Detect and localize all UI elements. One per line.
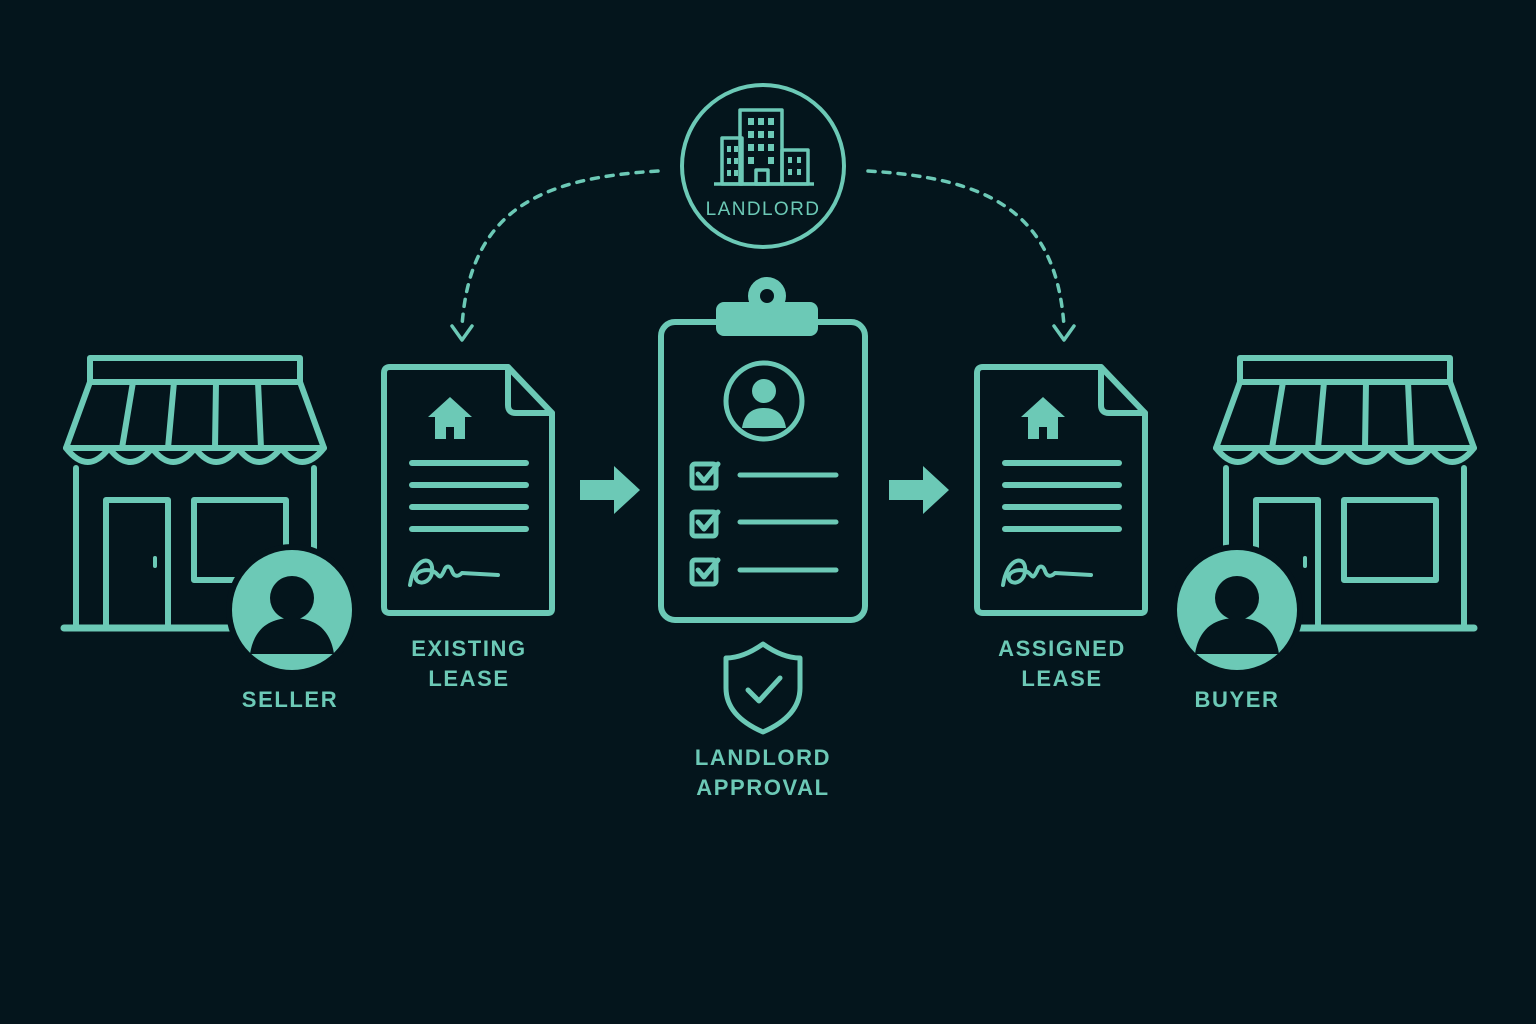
existing-lease-label-line2: LEASE xyxy=(428,666,509,691)
seller-node: SELLER xyxy=(64,358,358,712)
office-buildings-icon xyxy=(714,108,814,186)
lease-document-icon xyxy=(977,367,1145,613)
assigned-lease-label-line2: LEASE xyxy=(1021,666,1102,691)
dotted-arrow-right xyxy=(866,169,1076,342)
landlord-label: LANDLORD xyxy=(706,199,821,220)
seller-label: SELLER xyxy=(242,687,338,712)
assigned-lease-node: ASSIGNED LEASE xyxy=(977,367,1145,691)
approval-node: LANDLORD APPROVAL xyxy=(658,277,868,800)
clipboard-checklist-icon xyxy=(658,277,868,623)
landlord-node: LANDLORD xyxy=(680,83,846,249)
lease-document-icon xyxy=(384,367,552,613)
assigned-lease-label-line1: ASSIGNED xyxy=(998,636,1126,661)
buyer-label: BUYER xyxy=(1194,687,1279,712)
buyer-node: BUYER xyxy=(1171,358,1474,712)
person-avatar-icon xyxy=(232,550,352,670)
right-arrow-icon xyxy=(889,466,949,514)
approval-label-line2: APPROVAL xyxy=(696,775,829,800)
dotted-arrow-left xyxy=(450,169,660,342)
shield-check-icon xyxy=(723,641,803,735)
right-arrow-icon xyxy=(580,466,640,514)
person-avatar-icon xyxy=(1177,550,1297,670)
existing-lease-node: EXISTING LEASE xyxy=(384,367,552,691)
existing-lease-label-line1: EXISTING xyxy=(411,636,527,661)
approval-label-line1: LANDLORD xyxy=(695,745,831,770)
